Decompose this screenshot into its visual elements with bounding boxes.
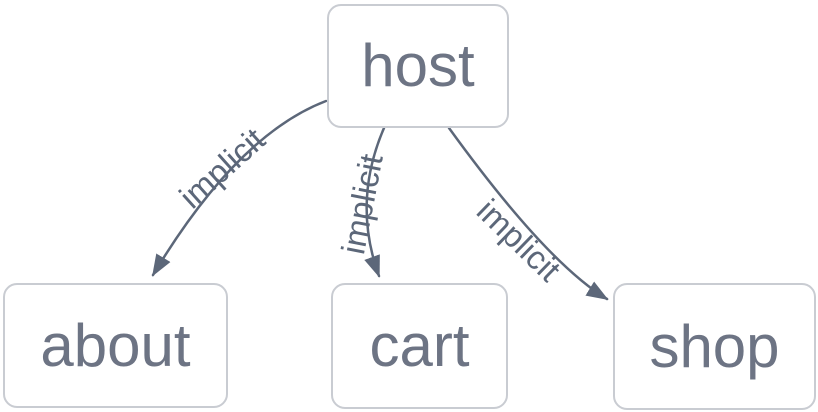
node-shop[interactable]: shop <box>613 283 816 410</box>
node-host[interactable]: host <box>327 4 509 128</box>
node-about-label: about <box>40 311 191 379</box>
edge-host-about <box>151 99 328 277</box>
node-host-label: host <box>361 32 475 99</box>
node-cart-label: cart <box>369 312 470 379</box>
edge-host-shop <box>447 126 609 301</box>
node-shop-label: shop <box>649 312 780 380</box>
edge-host-cart <box>364 126 386 278</box>
node-cart[interactable]: cart <box>331 283 508 409</box>
node-about[interactable]: about <box>3 283 228 408</box>
